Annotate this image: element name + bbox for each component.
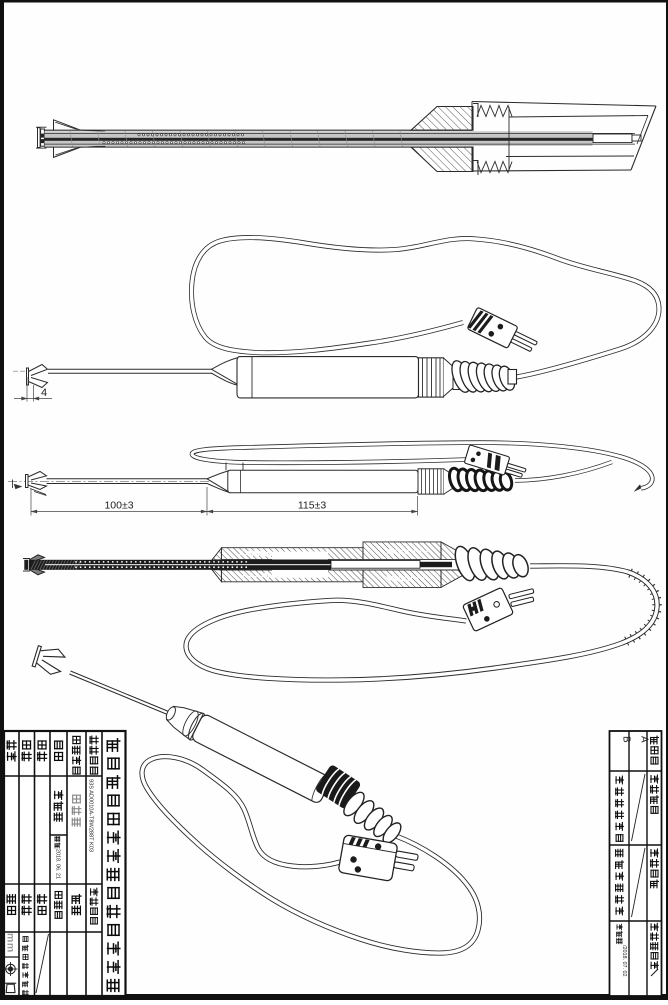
svg-text:B: B [621,736,632,743]
svg-text:100±3: 100±3 [104,500,133,512]
svg-text:4: 4 [41,387,47,399]
svg-text:115±3: 115±3 [298,500,327,512]
svg-text:A: A [639,736,650,743]
svg-text:2018. 06. 21: 2018. 06. 21 [55,849,61,879]
svg-text:/2018. 07. 02: /2018. 07. 02 [621,945,627,976]
svg-text:93S AD0010A-T8W288T K03: 93S AD0010A-T8W288T K03 [88,779,94,852]
svg-text:mm: mm [5,933,17,953]
